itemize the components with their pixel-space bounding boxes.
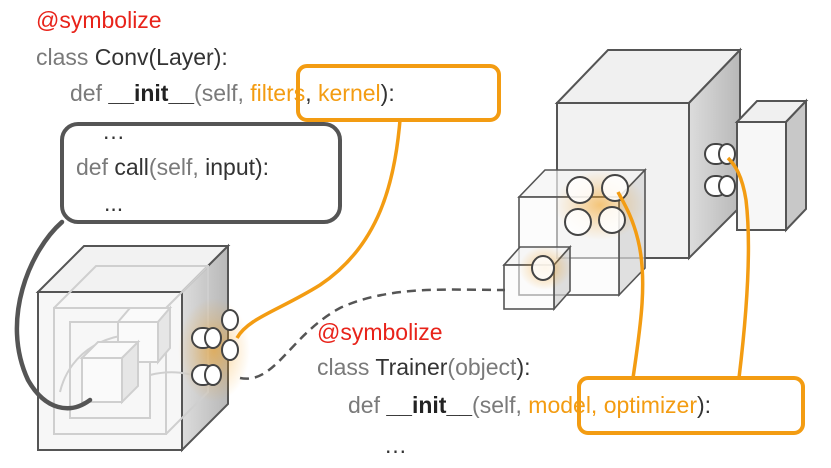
conv-init-line: def __init__(self, filters, kernel):	[70, 80, 395, 107]
self-arg: self,	[479, 392, 522, 418]
conv-call-ellipsis: ...	[104, 190, 124, 216]
def-keyword: def	[70, 80, 102, 106]
method-name: __init__	[386, 392, 473, 418]
base-class: object	[455, 354, 517, 380]
class-name: Trainer	[375, 354, 448, 380]
paren: (	[447, 354, 456, 380]
paren: (	[194, 80, 202, 106]
args-to-ports-link	[235, 119, 402, 339]
conv-call-line: def call(self, input):	[76, 154, 269, 181]
conv-ellipsis: …	[102, 118, 125, 144]
optimizer-box	[704, 98, 809, 233]
def-keyword: def	[76, 154, 108, 180]
method-name: call	[114, 154, 149, 180]
trainer-class-line: class Trainer(object):	[317, 354, 531, 381]
trainer-ellipsis: …	[384, 432, 407, 458]
conv-layer-cube	[35, 243, 250, 453]
paren-close: ):	[697, 392, 712, 418]
paren: (	[472, 392, 480, 418]
submodel-port-icons	[564, 174, 629, 236]
paren-close: ):	[213, 44, 228, 70]
paren-close: ):	[516, 354, 531, 380]
conv-port-icons	[191, 309, 239, 386]
self-arg: self,	[201, 80, 244, 106]
conv-to-trainer-dashed-link	[239, 288, 506, 380]
kernel-arg: kernel	[318, 80, 381, 106]
model-link	[616, 191, 645, 379]
trainer-init-line: def __init__(self, model, optimizer):	[348, 392, 711, 419]
code-to-cube-connector	[14, 219, 93, 411]
small-port-icon	[531, 255, 555, 281]
method-name: __init__	[108, 80, 195, 106]
base-class: Layer	[156, 44, 214, 70]
paren: (	[148, 44, 157, 70]
code-snippet-box	[60, 122, 342, 224]
conv-class-line: class Conv(Layer):	[36, 44, 228, 71]
class-keyword: class	[317, 354, 370, 380]
input-arg: input):	[198, 154, 270, 180]
conv-args-highlight-box	[296, 64, 501, 122]
paren-close: ):	[380, 80, 395, 106]
trainer-decorator: @symbolize	[317, 319, 443, 345]
class-keyword: class	[36, 44, 89, 70]
filters-arg: filters	[250, 80, 306, 106]
trainer-args-highlight-box	[577, 376, 805, 435]
def-keyword: def	[348, 392, 380, 418]
paren: (	[148, 154, 157, 180]
class-name: Conv	[94, 44, 149, 70]
arg-separator: ,	[305, 80, 319, 106]
conv-inner-structure	[53, 265, 209, 435]
small-layer-cube	[502, 244, 572, 312]
conv-decorator: @symbolize	[36, 7, 162, 33]
optimizer-link	[726, 156, 751, 379]
model-optimizer-args: model, optimizer	[528, 392, 698, 418]
self-arg: self,	[156, 154, 199, 180]
